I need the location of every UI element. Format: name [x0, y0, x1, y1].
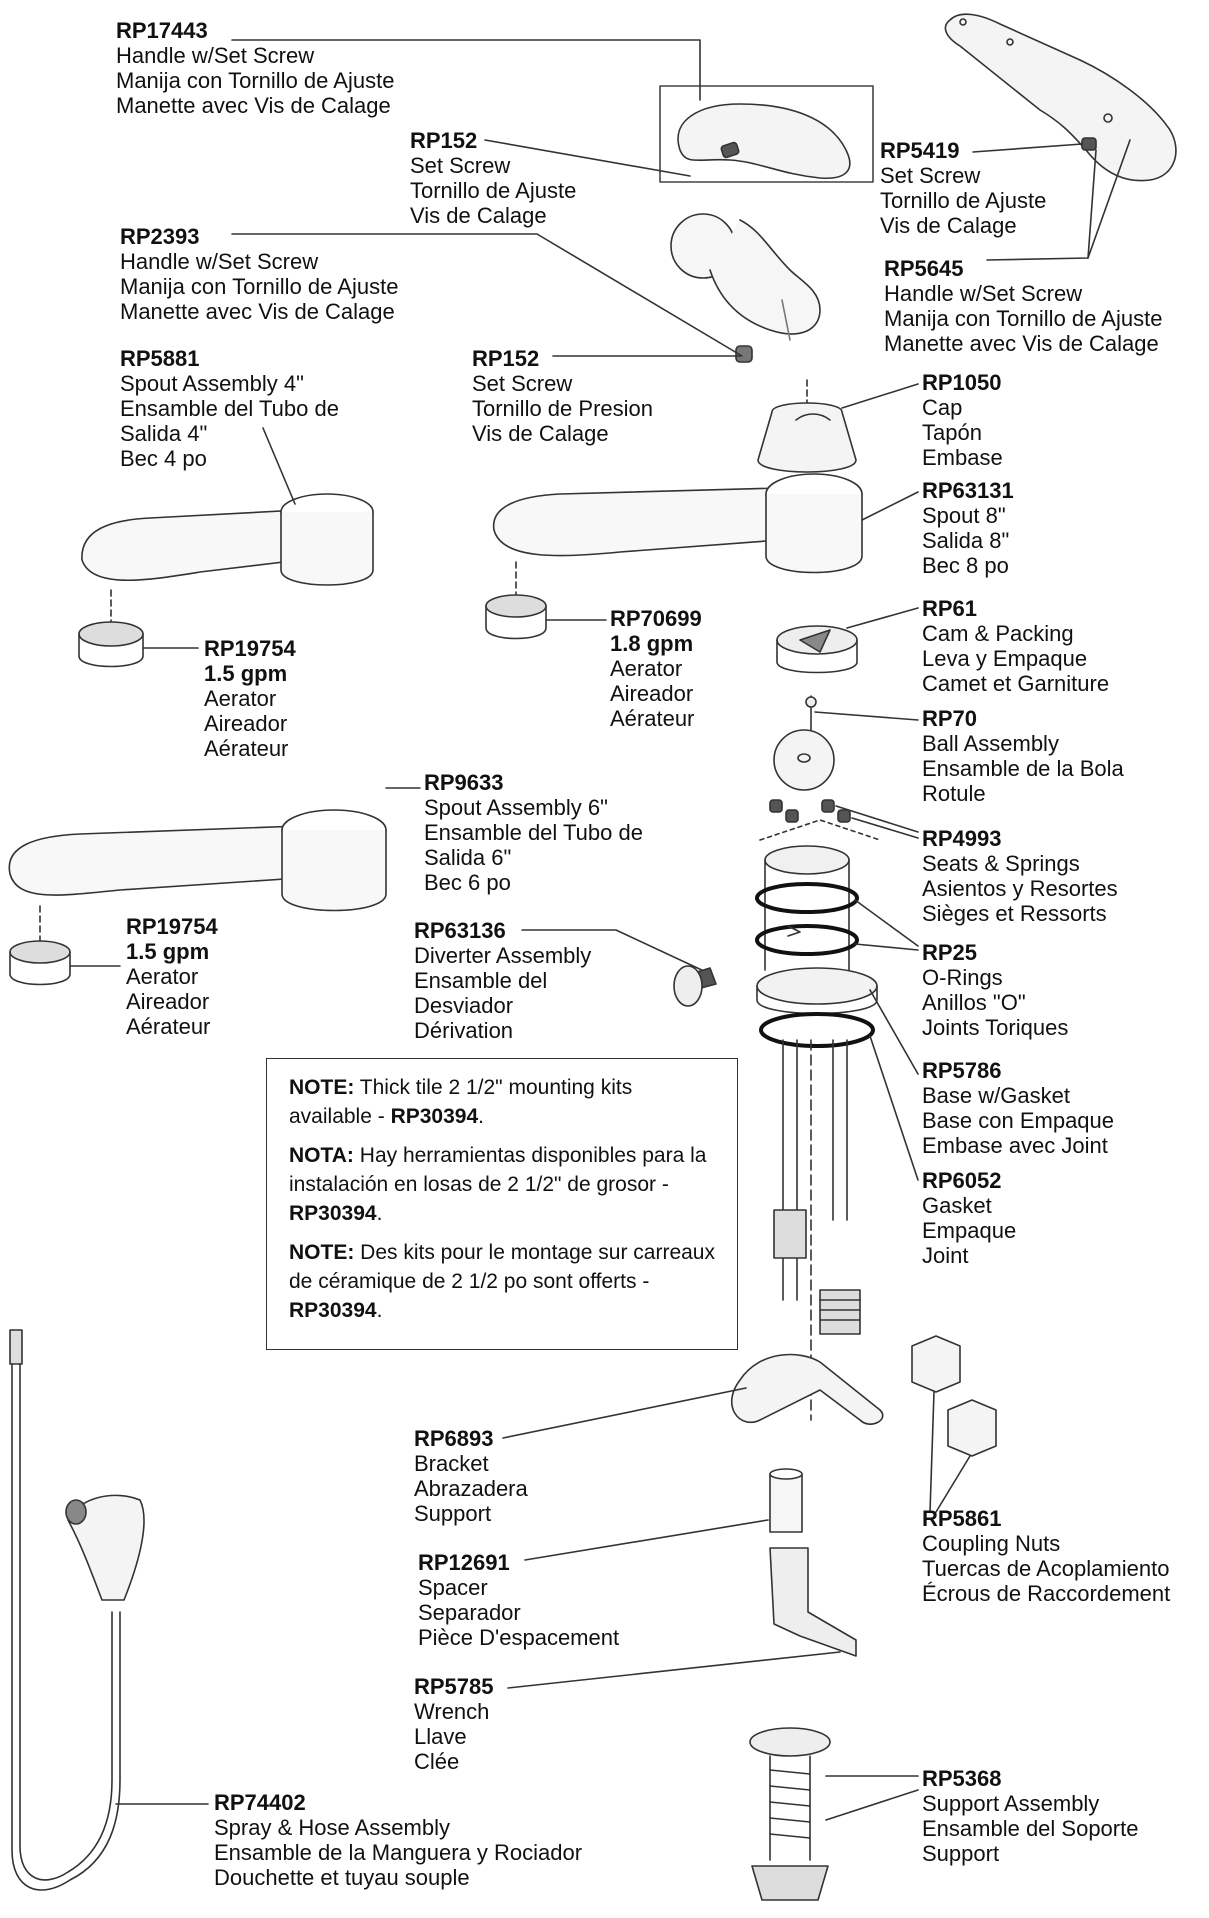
spray-hose-rp74402-illustration — [9, 1329, 209, 1891]
spout-rp63131-illustration — [485, 473, 919, 640]
label-rp74402: RP74402 Spray & Hose Assembly Ensamble d… — [214, 1790, 583, 1890]
diverter-rp63136-illustration — [521, 929, 717, 1007]
supply-tubes-illustration — [773, 1039, 861, 1421]
spout-rp9633-illustration — [8, 787, 421, 986]
label-rp12691: RP12691 Spacer Separador Pièce D'espacem… — [418, 1550, 620, 1650]
label-rp70: RP70 Ball Assembly Ensamble de la Bola R… — [922, 706, 1124, 806]
label-rp17443: RP17443 Handle w/Set Screw Manija con To… — [116, 18, 395, 118]
label-rp9633: RP9633 Spout Assembly 6" Ensamble del Tu… — [424, 770, 643, 895]
seats-rp4993-illustration — [759, 799, 919, 841]
label-rp63131: RP63131 Spout 8" Salida 8" Bec 8 po — [922, 478, 1014, 578]
label-rp6052: RP6052 Gasket Empaque Joint — [922, 1168, 1017, 1268]
mounting-kit-note: NOTE: Thick tile 2 1/2" mounting kits av… — [266, 1058, 738, 1350]
label-rp61: RP61 Cam & Packing Leva y Empaque Camet … — [922, 596, 1110, 696]
wrench-rp5785-illustration — [507, 1547, 857, 1689]
label-rp5861: RP5861 Coupling Nuts Tuercas de Acoplami… — [922, 1506, 1171, 1606]
label-rp70699: RP70699 1.8 gpm Aerator Aireador Aérateu… — [610, 606, 702, 731]
handle-rp17443-illustration — [231, 39, 874, 183]
handle-rp5645-illustration — [944, 13, 1177, 182]
handle-rp2393-illustration — [670, 213, 821, 363]
label-rp19754-a: RP19754 1.5 gpm Aerator Aireador Aérateu… — [204, 636, 296, 761]
ball-rp70-illustration — [773, 695, 919, 791]
label-rp63136: RP63136 Diverter Assembly Ensamble del D… — [414, 918, 592, 1043]
label-rp6893: RP6893 Bracket Abrazadera Support — [414, 1426, 528, 1526]
label-rp2393: RP2393 Handle w/Set Screw Manija con Tor… — [120, 224, 399, 324]
base-rp5786-illustration — [756, 967, 919, 1181]
label-rp5368: RP5368 Support Assembly Ensamble del Sop… — [922, 1766, 1139, 1866]
label-rp19754-b: RP19754 1.5 gpm Aerator Aireador Aérateu… — [126, 914, 218, 1039]
label-rp4993: RP4993 Seats & Springs Asientos y Resort… — [922, 826, 1118, 926]
spacer-rp12691-illustration — [524, 1468, 803, 1561]
label-rp5419: RP5419 Set Screw Tornillo de Ajuste Vis … — [880, 138, 1047, 238]
label-rp152-mid: RP152 Set Screw Tornillo de Presion Vis … — [472, 346, 653, 446]
cam-rp61-illustration — [776, 607, 919, 674]
note-spanish: NOTA: Hay herramientas disponibles para … — [289, 1144, 707, 1225]
body-rp25-illustration — [755, 845, 919, 971]
bracket-rp6893-illustration — [502, 1353, 884, 1439]
support-rp5368-illustration — [749, 1727, 919, 1901]
label-rp5645: RP5645 Handle w/Set Screw Manija con Tor… — [884, 256, 1163, 356]
note-english: NOTE: Thick tile 2 1/2" mounting kits av… — [289, 1076, 633, 1128]
label-rp5785: RP5785 Wrench Llave Clée — [414, 1674, 494, 1774]
label-rp5786: RP5786 Base w/Gasket Base con Empaque Em… — [922, 1058, 1115, 1158]
label-rp25: RP25 O-Rings Anillos "O" Joints Toriques — [922, 940, 1069, 1040]
spout-rp5881-illustration — [78, 427, 374, 668]
label-rp1050: RP1050 Cap Tapón Embase — [922, 370, 1003, 470]
label-rp152-top: RP152 Set Screw Tornillo de Ajuste Vis d… — [410, 128, 577, 228]
cap-rp1050-illustration — [757, 379, 919, 473]
coupling-nuts-rp5861-illustration — [911, 1335, 997, 1513]
label-rp5881: RP5881 Spout Assembly 4" Ensamble del Tu… — [120, 346, 339, 471]
note-french: NOTE: Des kits pour le montage sur carre… — [289, 1241, 715, 1322]
